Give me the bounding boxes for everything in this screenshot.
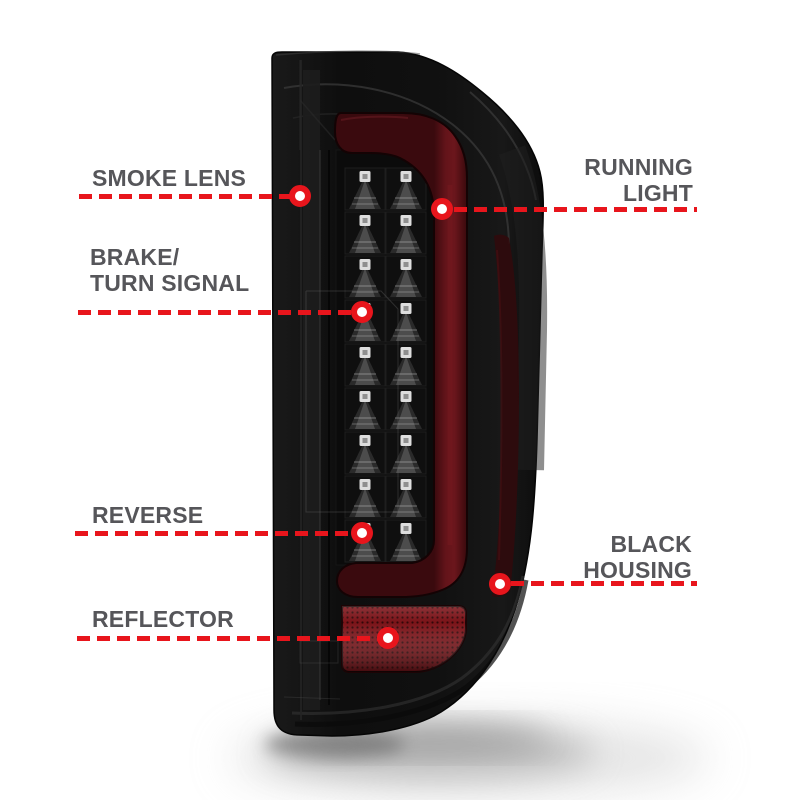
callout-line-black-housing bbox=[511, 581, 697, 586]
callout-dot-smoke-lens bbox=[289, 185, 311, 207]
callout-dot-running-light bbox=[431, 198, 453, 220]
smoke-lens-area bbox=[299, 60, 336, 720]
callout-label-reflector: REFLECTOR bbox=[92, 606, 234, 632]
light-bar bbox=[333, 112, 468, 598]
callout-dot-brake-turn-signal bbox=[351, 301, 373, 323]
callout-label-brake-turn-signal: BRAKE/TURN SIGNAL bbox=[90, 244, 250, 296]
callout-dot-reverse bbox=[351, 522, 373, 544]
callout-label-smoke-lens: SMOKE LENS bbox=[92, 165, 247, 191]
callout-line-reverse bbox=[75, 531, 353, 536]
callout-line-reflector bbox=[77, 636, 379, 641]
callout-line-running-light bbox=[454, 207, 697, 212]
callout-line-brake-turn-signal bbox=[78, 310, 353, 315]
callout-dot-reflector bbox=[377, 627, 399, 649]
side-reflector bbox=[492, 234, 519, 597]
callout-line-smoke-lens bbox=[79, 194, 291, 199]
callout-label-reverse: REVERSE bbox=[92, 502, 204, 528]
callout-dot-black-housing bbox=[489, 573, 511, 595]
bottom-reflector bbox=[341, 605, 467, 673]
